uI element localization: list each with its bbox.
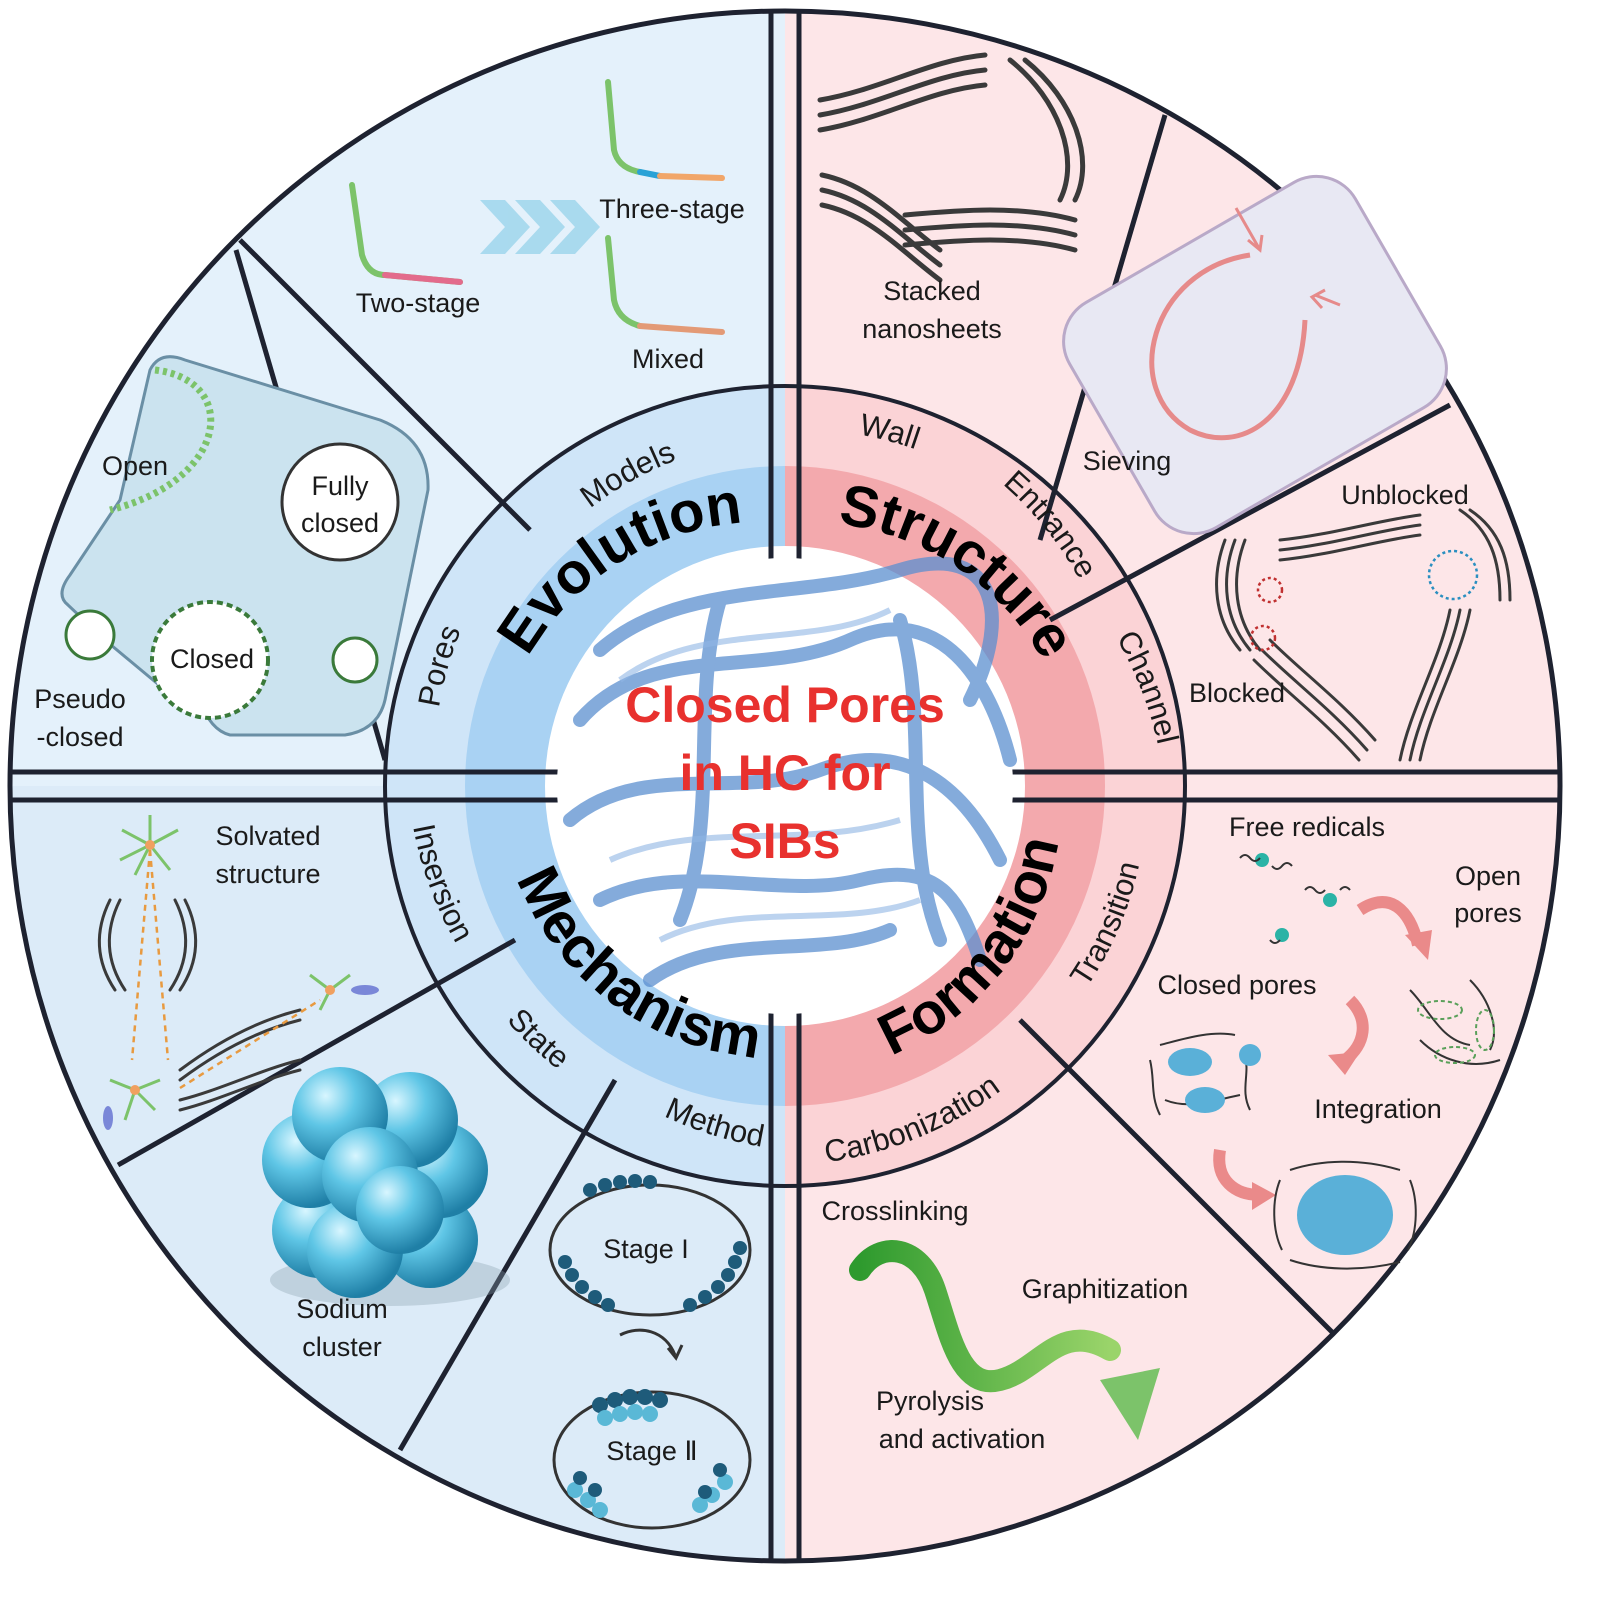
entrance-panel: Sieving <box>1062 174 1448 536</box>
transition-panel: Free redicals Open pores Closed pores In… <box>1149 812 1522 1270</box>
label-stage2: Stage Ⅱ <box>606 1436 697 1466</box>
ring-borders <box>383 384 1187 1188</box>
label-closed: Closed <box>170 644 254 674</box>
sieving-arrow-icon <box>1234 207 1341 310</box>
label-unblocked: Unblocked <box>1341 480 1469 510</box>
label-sodium: Sodium <box>296 1294 388 1324</box>
label-open-2: Open <box>1455 861 1521 891</box>
label-pores-2: pores <box>1454 898 1522 928</box>
models-panel: Two-stage Three-stage Mixed <box>349 79 745 374</box>
label-solvated: Solvated <box>215 821 320 851</box>
label-fully: Fully <box>311 471 369 501</box>
label-sieving: Sieving <box>1083 446 1172 476</box>
label-closed-2: closed <box>301 508 379 538</box>
center-title-line1: Closed Pores <box>625 677 945 733</box>
pores-panel: Open Fully closed Closed Pseudo -closed <box>34 355 430 752</box>
label-open: Open <box>102 451 168 481</box>
label-stacked: Stacked <box>883 276 981 306</box>
channel-panel: Unblocked Blocked <box>1189 480 1512 762</box>
label-free-radicals: Free redicals <box>1229 812 1385 842</box>
label-graphitization: Graphitization <box>1022 1274 1189 1304</box>
label-and-activation: and activation <box>879 1424 1046 1454</box>
center-title-line3: SIBs <box>729 813 840 869</box>
state-panel: Sodium cluster <box>262 1067 510 1362</box>
center-ribbons-image <box>557 556 1017 1014</box>
label-closed-pores: Closed pores <box>1157 970 1316 1000</box>
method-panel: Stage I Stage Ⅱ <box>548 1174 752 1530</box>
insersion-panel: Solvated structure <box>97 815 379 1130</box>
label-cluster: cluster <box>302 1332 382 1362</box>
sodium-cluster-icon <box>262 1067 488 1298</box>
label-crosslinking: Crosslinking <box>821 1196 968 1226</box>
process-arrow-icon <box>849 1240 1121 1393</box>
label-blocked: Blocked <box>1189 678 1285 708</box>
label-three-stage: Three-stage <box>599 194 745 224</box>
label-structure: structure <box>215 859 320 889</box>
carbonization-panel: Crosslinking Graphitization Pyrolysis an… <box>821 1196 1188 1454</box>
label-stage1: Stage I <box>603 1234 689 1264</box>
center-title-line2: in HC for <box>679 745 890 801</box>
center-title: Closed Pores in HC for SIBs <box>625 677 945 869</box>
wall-panel: Stacked nanosheets <box>817 52 1086 344</box>
label-mixed: Mixed <box>632 344 704 374</box>
label-pyrolysis: Pyrolysis <box>876 1386 984 1416</box>
label-nanosheets: nanosheets <box>862 314 1002 344</box>
label-integration: Integration <box>1314 1094 1442 1124</box>
label-two-stage: Two-stage <box>356 288 481 318</box>
free-radical-icon <box>1239 853 1351 944</box>
chevron-arrow-icon <box>480 200 600 254</box>
curved-arrow-icon <box>619 1328 684 1361</box>
label-pseudo: Pseudo <box>34 684 126 714</box>
outer-border <box>7 8 1563 1564</box>
label-pseudo-closed: -closed <box>36 722 123 752</box>
